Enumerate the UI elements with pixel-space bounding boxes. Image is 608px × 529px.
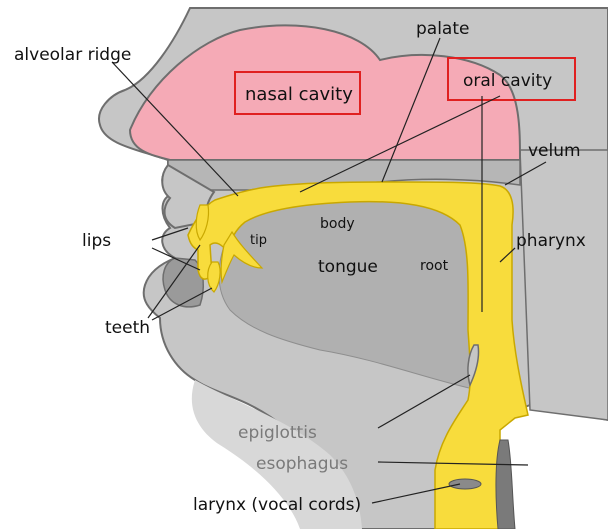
label-epiglottis: epiglottis [238, 423, 317, 443]
label-body: body [320, 216, 355, 232]
label-tip: tip [250, 233, 267, 248]
label-larynx: larynx (vocal cords) [193, 495, 361, 515]
esophagus-shape [496, 440, 515, 529]
label-teeth: teeth [105, 318, 150, 338]
label-oral-cavity: oral cavity [463, 71, 552, 91]
label-nasal-cavity: nasal cavity [245, 84, 353, 105]
label-lips: lips [82, 231, 111, 251]
label-tongue: tongue [318, 257, 378, 277]
pharynx-wall [520, 150, 608, 420]
larynx-shape [449, 479, 481, 489]
label-velum: velum [528, 141, 581, 161]
label-esophagus: esophagus [256, 454, 348, 474]
label-root: root [420, 258, 449, 274]
label-palate: palate [416, 19, 469, 39]
label-pharynx: pharynx [516, 231, 586, 251]
label-alveolar-ridge: alveolar ridge [14, 45, 131, 65]
